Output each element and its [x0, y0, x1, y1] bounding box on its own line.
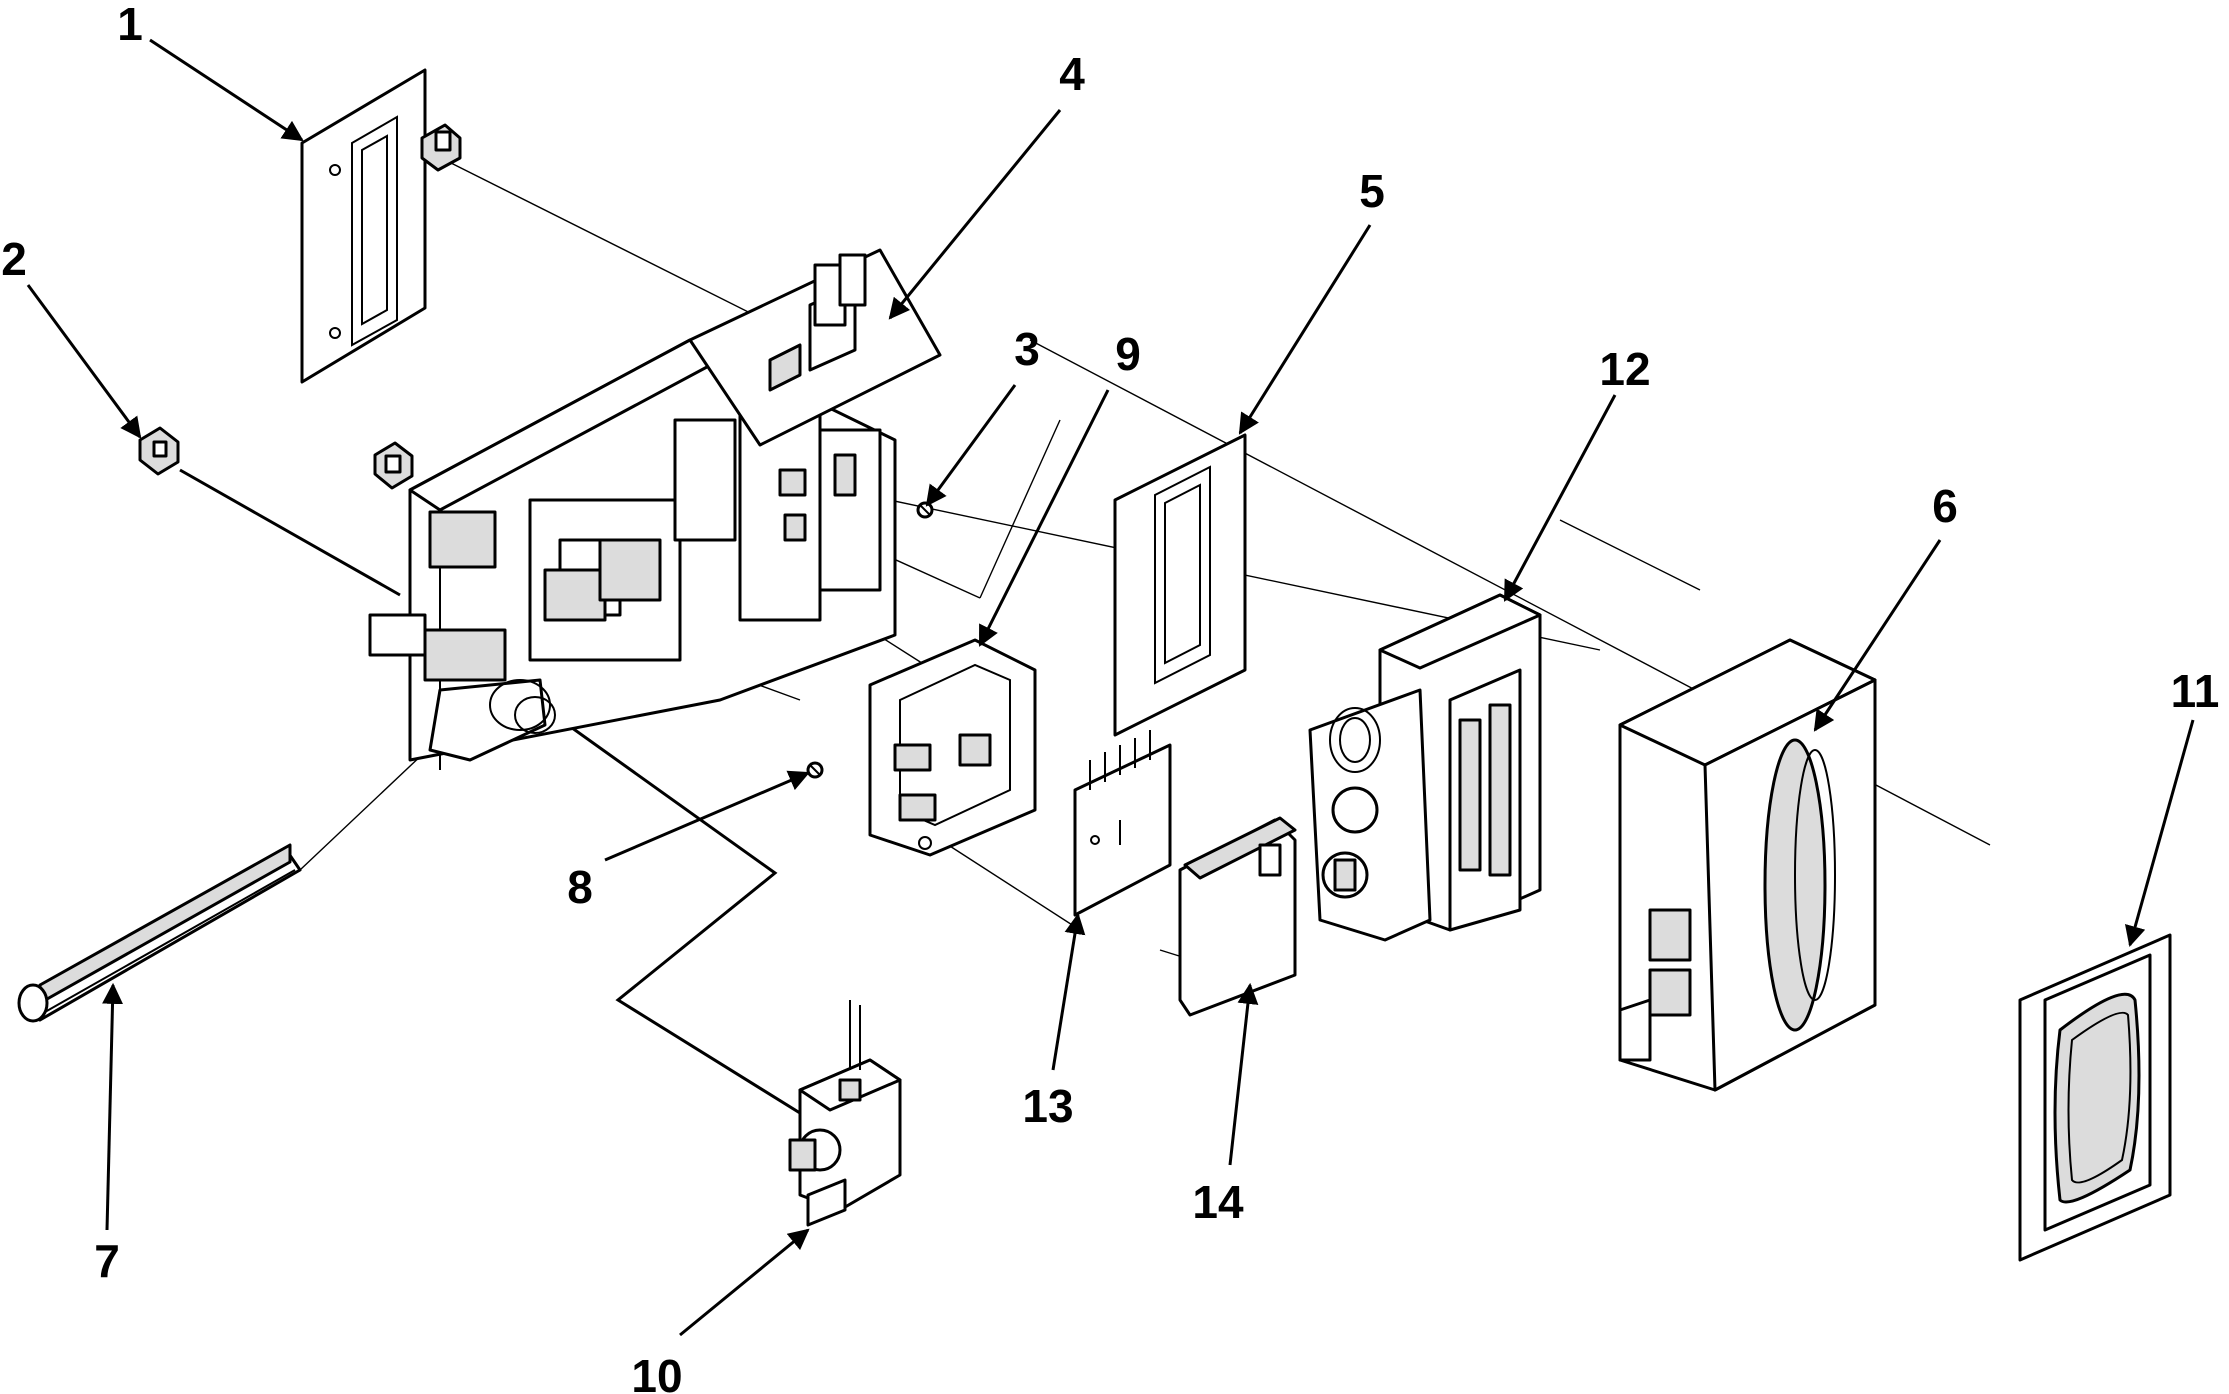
callout-3: 3	[1014, 323, 1040, 375]
leader-2	[26, 284, 142, 439]
callout-10: 10	[631, 1350, 682, 1394]
part-9-frame	[868, 638, 1037, 857]
leader-1	[149, 38, 304, 142]
part-1-plate	[300, 68, 462, 384]
callout-7: 7	[94, 1235, 120, 1287]
part-2-clip	[138, 426, 180, 476]
leader-6	[1813, 539, 1942, 732]
callout-8: 8	[567, 861, 593, 913]
part-7-shaft	[17, 843, 302, 1023]
part-13-terminal	[1073, 730, 1172, 917]
callout-14: 14	[1192, 1176, 1244, 1228]
part-12-housing	[1308, 593, 1542, 942]
callout-5: 5	[1359, 165, 1385, 217]
leader-13	[1051, 912, 1086, 1071]
leader-14	[1228, 982, 1259, 1166]
callout-13: 13	[1022, 1080, 1073, 1132]
part-5-gasket	[1113, 433, 1247, 737]
part-11-bezel	[2018, 933, 2172, 1262]
leader-5	[1238, 224, 1372, 435]
callout-12: 12	[1599, 343, 1650, 395]
part-6-housing	[1618, 638, 1877, 1092]
leader-9	[978, 389, 1110, 647]
leader-10	[679, 1228, 810, 1337]
callout-6: 6	[1932, 480, 1958, 532]
callout-4: 4	[1059, 48, 1085, 100]
leader-11	[2124, 719, 2195, 948]
part-14-plate	[1178, 816, 1297, 1017]
part-10-switch	[788, 1000, 902, 1227]
callout-2: 2	[1, 233, 27, 285]
part-3-screw	[916, 501, 934, 519]
leader-8	[604, 770, 810, 862]
part-8-screw	[806, 761, 824, 779]
leader-7	[102, 982, 124, 1231]
callout-leaders	[26, 38, 2195, 1337]
callout-9: 9	[1115, 328, 1141, 380]
callout-1: 1	[117, 0, 143, 50]
part-4-bracket	[688, 248, 942, 447]
leader-4	[888, 109, 1062, 320]
leader-12	[1503, 394, 1617, 602]
main-housing	[368, 338, 897, 770]
leader-3	[925, 384, 1017, 507]
wire-leads	[179, 468, 809, 1120]
callout-11: 11	[2171, 665, 2220, 717]
